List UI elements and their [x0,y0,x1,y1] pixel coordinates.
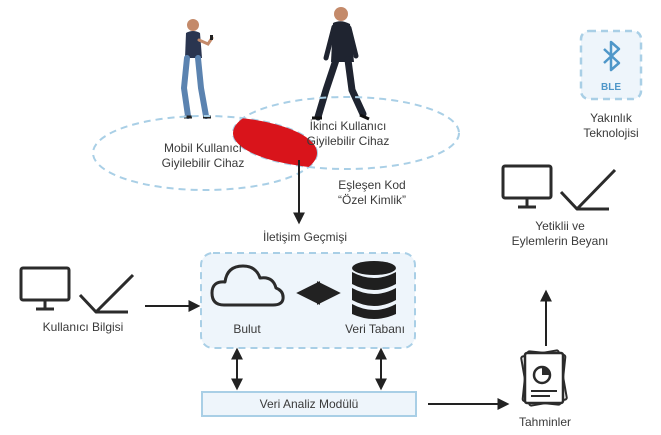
second-user-line1: İkinci Kullanıcı [309,119,387,133]
mobile-user-line2: Giyilebilir Cihaz [161,156,245,170]
user-info-label: Kullanıcı Bilgisi [42,320,124,334]
matching-code-line2: “Özel Kimlik” [338,193,406,207]
mobile-user-line1: Mobil Kullanıcı [163,141,243,155]
monitor-laptop-icon [19,266,135,314]
communication-history-label: İletişim Geçmişi [262,230,347,244]
matching-code-line1: Eşleşen Kod [338,178,406,192]
analysis-module-label: Veri Analiz Modülü [259,397,359,411]
authorities-line2: Eylemlerin Beyanı [511,234,609,248]
database-icon [352,261,396,319]
walking-person-phone-icon [180,19,214,119]
matching-code-label: Eşleşen Kod “Özel Kimlik” [312,178,432,208]
mobile-user-label: Mobil Kullanıcı Giyilebilir Cihaz [128,141,278,171]
ble-text: BLE [601,82,621,93]
second-user-label: İkinci Kullanıcı Giyilebilir Cihaz [283,119,413,149]
second-user-line2: Giyilebilir Cihaz [306,134,390,148]
walking-person-icon [312,7,370,121]
proximity-overlap [233,116,317,169]
proximity-line2: Teknolojisi [583,126,639,140]
predictions-label: Tahminler [518,415,572,429]
authorities-label: Yetiklii ve Eylemlerin Beyanı [485,219,635,249]
database-label: Veri Tabanı [345,322,405,336]
cloud-label: Bulut [233,322,261,336]
analysis-module-box [201,391,417,417]
report-documents-icon [520,349,568,407]
authorities-line1: Yetiklii ve [535,219,585,233]
proximity-line1: Yakınlık [590,111,632,125]
second-user-device-zone [232,96,460,170]
authorities-monitor-laptop-icon [501,164,617,211]
cloud-icon [210,264,285,307]
proximity-label: Yakınlık Teknolojisi [566,111,656,141]
bluetooth-icon [603,40,621,72]
